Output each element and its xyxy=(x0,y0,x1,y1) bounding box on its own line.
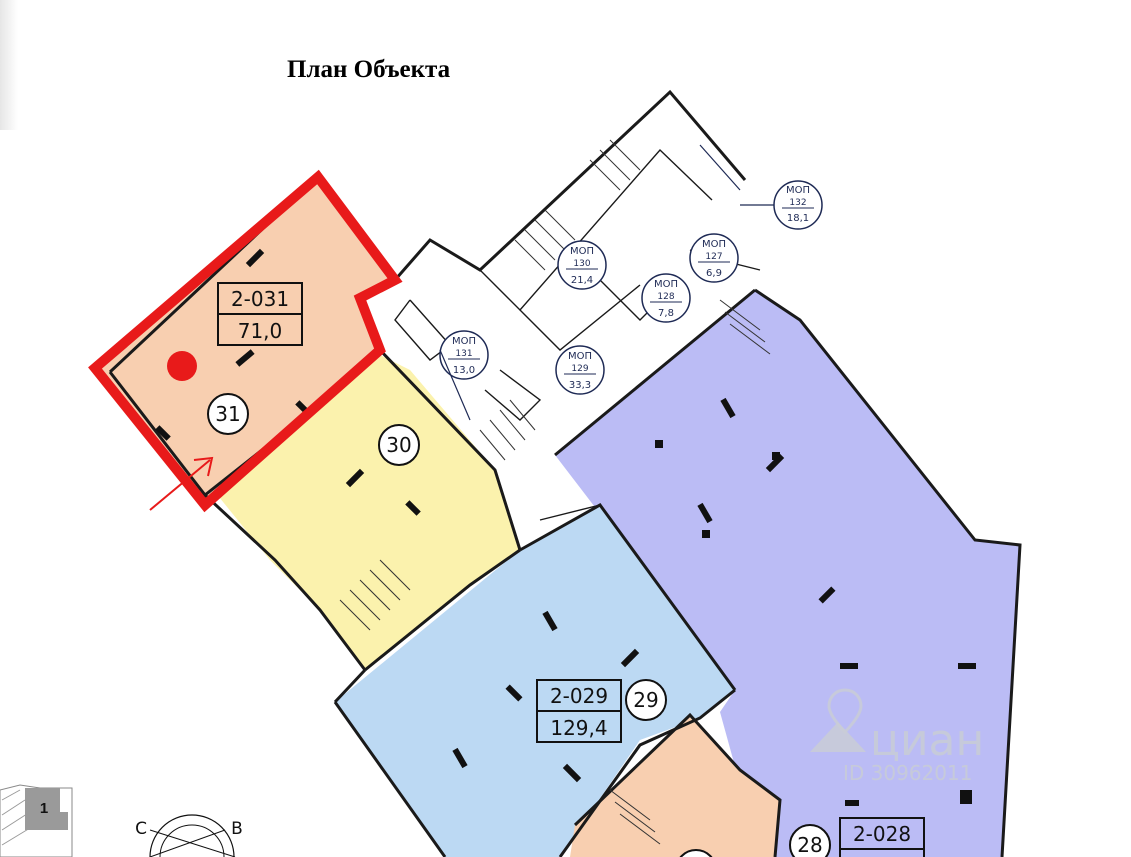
svg-text:МОП: МОП xyxy=(654,279,678,290)
unit-29-number-badge: 29 xyxy=(625,679,667,721)
svg-text:31: 31 xyxy=(215,402,240,426)
unit-28-area[interactable] xyxy=(555,290,1020,857)
unit-31-area-value: 71,0 xyxy=(238,319,283,343)
mop-badge-128: МОП 128 7,8 xyxy=(641,273,691,323)
svg-text:30: 30 xyxy=(386,433,411,457)
svg-text:6,9: 6,9 xyxy=(706,268,722,279)
compass: С В xyxy=(135,814,243,857)
selection-outline xyxy=(88,169,403,513)
unit-29-area-value: 129,4 xyxy=(550,716,607,740)
unit-28-label: 2-028 xyxy=(839,817,925,857)
unit-31-code: 2-031 xyxy=(231,287,289,311)
svg-text:29: 29 xyxy=(633,688,658,712)
svg-text:131: 131 xyxy=(455,349,472,359)
minimap-floor-label: 1 xyxy=(40,800,48,817)
svg-text:130: 130 xyxy=(573,259,590,269)
svg-text:МОП: МОП xyxy=(570,246,594,257)
svg-text:МОП: МОП xyxy=(568,351,592,362)
svg-text:МОП: МОП xyxy=(452,336,476,347)
stairs xyxy=(339,139,771,845)
unit-31-area[interactable] xyxy=(95,177,395,505)
svg-text:128: 128 xyxy=(657,292,674,302)
svg-text:33,3: 33,3 xyxy=(569,380,591,391)
unit-31-number-badge: 31 xyxy=(207,393,249,435)
mop-badge-129: МОП 129 33,3 xyxy=(555,345,605,395)
mop-badge-127: МОП 127 6,9 xyxy=(689,233,739,283)
unit-29-label: 2-029 129,4 xyxy=(536,679,622,743)
leader-lines xyxy=(439,144,774,421)
compass-north-label: С xyxy=(135,819,147,839)
unit-29-area[interactable] xyxy=(335,505,735,857)
mop-badge-132: МОП 132 18,1 xyxy=(773,180,823,230)
unit-28-code: 2-028 xyxy=(853,822,911,846)
svg-text:28: 28 xyxy=(797,833,822,857)
svg-text:МОП: МОП xyxy=(786,185,810,196)
unit-27-number-badge xyxy=(679,849,713,857)
unit-28-number-badge: 28 xyxy=(789,824,831,857)
svg-text:127: 127 xyxy=(705,252,722,262)
unit-29-code: 2-029 xyxy=(550,684,608,708)
unit-30-number-badge: 30 xyxy=(378,424,420,466)
columns xyxy=(155,248,976,806)
svg-text:21,4: 21,4 xyxy=(571,275,593,286)
svg-text:132: 132 xyxy=(789,198,806,208)
mop-badge-131: МОП 131 13,0 xyxy=(439,330,489,380)
minimap: 1 xyxy=(0,784,73,857)
walls xyxy=(108,89,1022,857)
unit-27-area[interactable] xyxy=(570,715,780,857)
page-edge-shadow xyxy=(0,0,18,130)
svg-text:129: 129 xyxy=(571,364,588,374)
watermark-brand: циан xyxy=(870,715,984,766)
selection-dot xyxy=(167,351,197,381)
plan-title: План Объекта xyxy=(287,56,451,83)
pointer-arrow xyxy=(149,456,214,511)
compass-east-label: В xyxy=(231,819,243,839)
svg-text:7,8: 7,8 xyxy=(658,308,674,319)
svg-text:13,0: 13,0 xyxy=(453,365,475,376)
watermark-id: ID 30962011 xyxy=(843,761,972,785)
mop-badge-130: МОП 130 21,4 xyxy=(557,240,607,290)
svg-text:18,1: 18,1 xyxy=(787,213,809,224)
unit-31-label: 2-031 71,0 xyxy=(217,282,303,346)
cian-watermark: циан ID 30962011 xyxy=(810,688,984,785)
svg-text:МОП: МОП xyxy=(702,239,726,250)
